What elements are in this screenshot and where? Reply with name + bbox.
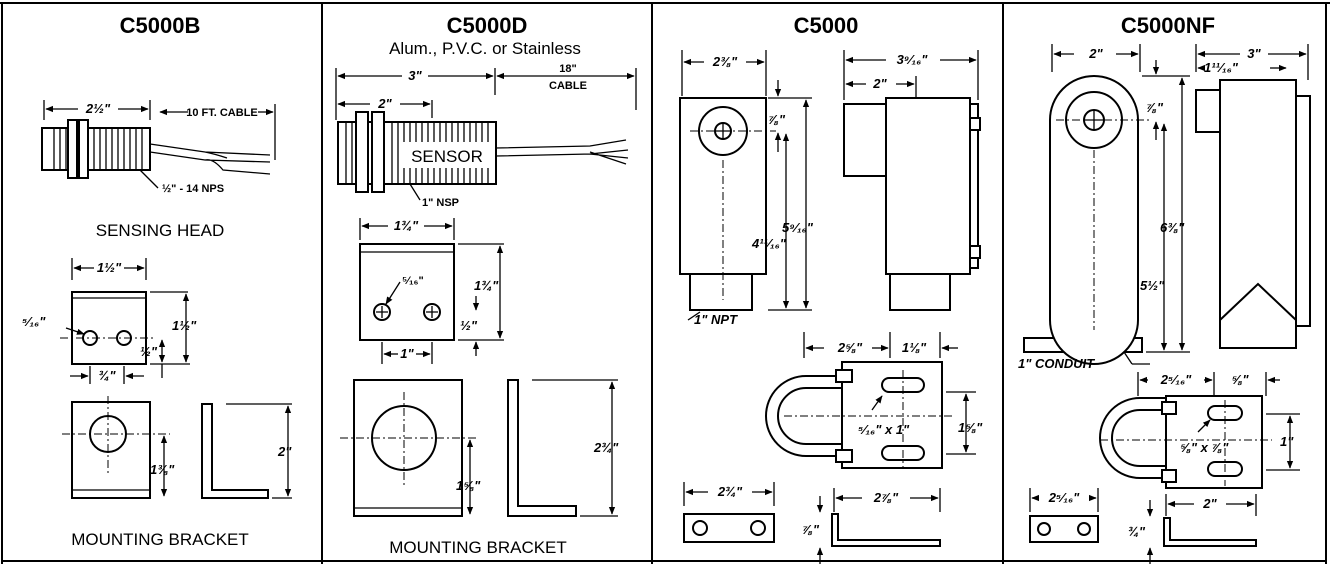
dim-c5000b-plate-height: 2" — [277, 444, 292, 459]
dim-c5000nf-clamp-width: 2⁵⁄₁₆" — [1160, 372, 1192, 387]
dim-c5000-strap-length: 2¾" — [717, 484, 743, 499]
dim-c5000b-hole-offset: ½" — [140, 344, 158, 359]
housing-c5000-side: 3⁹⁄₁₆" 2" — [843, 50, 981, 311]
dim-c5000-height: 5⁹⁄₁₆" — [782, 220, 814, 235]
dim-c5000-angle-height: ⅞" — [802, 522, 820, 537]
dim-c5000-clamp-right: 1⅛" — [902, 340, 927, 355]
dim-c5000-top-offset: ⅞" — [768, 112, 786, 127]
clamp-c5000: 2⅝" 1⅛" ⁵⁄₁₆" x 1" 1⅝" — [765, 332, 983, 469]
dim-c5000d-length: 3" — [408, 68, 422, 83]
dim-c5000-slot: ⁵⁄₁₆" x 1" — [858, 422, 910, 437]
dim-c5000b-thread: ½" - 14 NPS — [162, 183, 224, 195]
dim-c5000nf-slot: ⅝" x ⅞" — [1180, 440, 1229, 455]
housing-c5000nf-front: 2" 1" CONDUIT ⅞" 6⅜" 5½" — [1018, 44, 1190, 371]
dim-c5000-lower: 4¹¹⁄₁₆" — [751, 236, 787, 251]
bracket-c5000d-top: 1¾" ⁵⁄₁₆" 1¾" ½" 1" — [359, 218, 504, 364]
sensor-label: SENSOR — [411, 147, 483, 166]
panel-title-c5000: C5000 — [794, 13, 859, 38]
dim-c5000nf-top-offset: ⅞" — [1146, 100, 1164, 115]
dim-c5000d-thread: 1" NSP — [422, 197, 459, 209]
sensor-c5000d: 3" 18" CABLE 2" SENSOR 1" NSP — [335, 63, 637, 209]
dim-c5000d-cable: 18" — [559, 63, 576, 75]
panel-c5000: C5000 2⅜" 1" NPT ⅞" 5⁹⁄₁₆" 4¹¹⁄₁₆" — [679, 13, 983, 564]
dim-c5000-angle-length: 2⅞" — [873, 490, 899, 505]
dim-c5000nf-depth: 3" — [1247, 46, 1261, 61]
dim-c5000nf-conduit: 1" CONDUIT — [1018, 356, 1095, 371]
strap-c5000nf: 2⁵⁄₁₆" — [1029, 488, 1099, 543]
label-mounting-bracket-c5000b: MOUNTING BRACKET — [71, 530, 249, 549]
dim-c5000nf-clamp-right: ⅝" — [1231, 372, 1249, 387]
dim-c5000d-hole: ⁵⁄₁₆" — [402, 275, 424, 287]
clamp-c5000nf: 2⁵⁄₁₆" ⅝" ⅝" x ⅞" 1" — [1099, 372, 1300, 489]
dim-c5000-npt: 1" NPT — [694, 312, 738, 327]
panel-subtitle-c5000d: Alum., P.V.C. or Stainless — [389, 39, 581, 58]
dim-c5000-clamp-height: 1⅝" — [958, 420, 983, 435]
dim-c5000d-plate-offset: 1⅝" — [456, 478, 481, 493]
housing-c5000-front: 2⅜" 1" NPT ⅞" 5⁹⁄₁₆" 4¹¹⁄₁₆" — [679, 50, 814, 327]
dim-c5000b-hole-spacing: ¾" — [98, 368, 116, 383]
dim-c5000b-cable: 10 FT. CABLE — [186, 107, 258, 119]
bracket-c5000b-top: 1½" ⁵⁄₁₆" 1½" ½" ¾" — [22, 258, 197, 384]
dim-c5000nf-strap-length: 2⁵⁄₁₆" — [1048, 490, 1080, 505]
dim-c5000d-cable-label: CABLE — [549, 80, 587, 92]
panel-c5000nf: C5000NF 2" 1" CONDUIT ⅞" 6⅜" — [1018, 13, 1311, 564]
dim-c5000d-bracket-width: 1¾" — [394, 218, 419, 233]
housing-c5000nf-side: 3" 1¹¹⁄₁₆" — [1195, 44, 1311, 349]
panel-title-c5000d: C5000D — [447, 13, 528, 38]
dim-c5000d-plate-height: 2¾" — [593, 440, 619, 455]
dim-c5000b-length: 2½" — [85, 101, 111, 116]
dim-c5000d-height: 1¾" — [474, 278, 499, 293]
dim-c5000nf-width: 2" — [1088, 46, 1103, 61]
dim-c5000b-bracket-width: 1½" — [97, 260, 122, 275]
label-sensing-head: SENSING HEAD — [96, 221, 224, 240]
dim-c5000b-plate-offset: 1⅜" — [150, 462, 175, 477]
panel-title-c5000b: C5000B — [120, 13, 201, 38]
dim-c5000b-hole: ⁵⁄₁₆" — [22, 314, 46, 329]
angle-c5000: 2⅞" ⅞" — [802, 488, 941, 564]
panel-c5000b: C5000B 2½" 10 FT. CABLE ½" - 14 NPS SENS… — [22, 13, 292, 549]
dim-c5000nf-angle-height: ¾" — [1128, 524, 1146, 539]
bracket-c5000b-front: 1⅜" 2" MOUNTING BRACKET — [62, 396, 292, 549]
panel-title-c5000nf: C5000NF — [1121, 13, 1215, 38]
angle-c5000nf: 2" ¾" — [1128, 494, 1257, 564]
dim-c5000nf-depth-inner: 1¹¹⁄₁₆" — [1204, 60, 1239, 75]
dim-c5000-clamp-width: 2⅝" — [837, 340, 863, 355]
dim-c5000-depth-inner: 2" — [872, 76, 887, 91]
dim-c5000b-height: 1½" — [172, 318, 197, 333]
strap-c5000: 2¾" — [683, 482, 775, 543]
dim-c5000nf-clamp-height: 1" — [1280, 434, 1294, 449]
dim-c5000-depth: 3⁹⁄₁₆" — [897, 52, 929, 67]
dim-c5000nf-angle-length: 2" — [1202, 496, 1217, 511]
dim-c5000d-hole-spacing: 1" — [400, 346, 414, 361]
dim-c5000d-body: 2" — [377, 96, 392, 111]
label-mounting-bracket-c5000d: MOUNTING BRACKET — [389, 538, 567, 557]
dim-c5000d-hole-offset: ½" — [460, 318, 478, 333]
dim-c5000-width: 2⅜" — [712, 54, 738, 69]
sensing-head-c5000b: 2½" 10 FT. CABLE ½" - 14 NPS SENSING HEA… — [41, 100, 276, 240]
bracket-c5000d-front: 1⅝" 2¾" MOUNTING BRACKET — [340, 379, 619, 557]
dim-c5000nf-lower: 5½" — [1140, 278, 1165, 293]
panel-c5000d: C5000D Alum., P.V.C. or Stainless 3" 18"… — [335, 13, 637, 557]
